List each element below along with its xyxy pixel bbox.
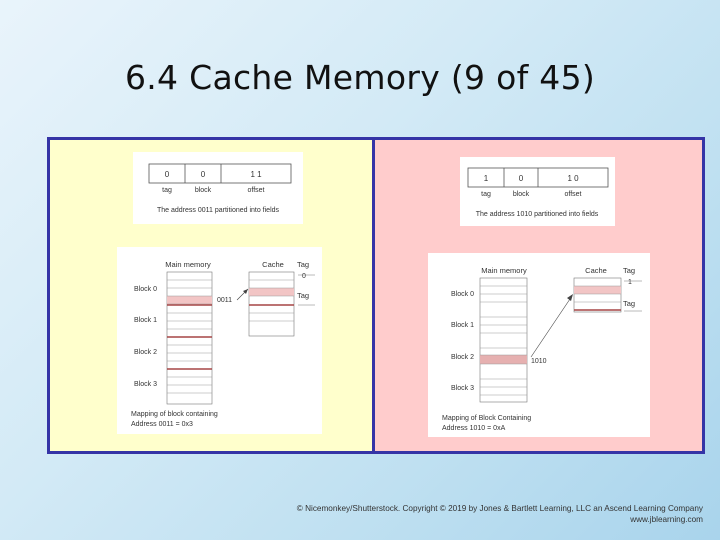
- right-tag-field-value: 1: [484, 174, 489, 183]
- content-frame: 0 0 1 1 tag block offset The address 001…: [47, 137, 705, 454]
- right-cache-stack: [573, 277, 642, 313]
- right-mapping-arrowhead: [567, 294, 573, 301]
- right-main-memory-label: Main memory: [481, 266, 527, 275]
- left-block-3-label: Block 3: [134, 381, 157, 388]
- left-mapping-caption-line1: Mapping of block containing: [131, 411, 218, 418]
- right-panel: 1 0 1 0 tag block offset The address 101…: [375, 140, 702, 451]
- left-tag-value: 0: [302, 273, 306, 280]
- left-tag-field-name: tag: [162, 187, 172, 194]
- left-block-2-label: Block 2: [134, 349, 157, 356]
- left-block-field-value: 0: [201, 170, 206, 179]
- copyright-credit: © Nicemonkey/Shutterstock. Copyright © 2…: [297, 503, 703, 525]
- right-mapping-caption-line1: Mapping of Block Containing: [442, 415, 531, 422]
- left-cache-label: Cache: [262, 260, 284, 269]
- right-address-label: 1010: [531, 358, 547, 365]
- left-main-memory-label: Main memory: [165, 260, 211, 269]
- right-mapping-caption-line2: Address 1010 = 0xA: [442, 425, 506, 432]
- right-block-2-label: Block 2: [451, 354, 474, 361]
- left-offset-field-value: 1 1: [250, 170, 262, 179]
- left-tag-label: Tag: [297, 260, 309, 269]
- right-mapping-diagram: Main memory Cache Tag 1 Tag: [442, 266, 642, 432]
- left-block-1-label: Block 1: [134, 317, 157, 324]
- right-tag-field-name: tag: [481, 191, 491, 198]
- left-offset-field-name: offset: [248, 187, 265, 194]
- right-tag-value: 1: [628, 279, 632, 286]
- right-address-caption: The address 1010 partitioned into fields: [476, 211, 599, 218]
- right-cache-label: Cache: [585, 266, 607, 275]
- right-mapping-card: Main memory Cache Tag 1 Tag: [428, 253, 650, 437]
- left-tag-field-value: 0: [165, 170, 170, 179]
- left-block-field-name: block: [195, 187, 212, 194]
- right-block-3-label: Block 3: [451, 385, 474, 392]
- left-cache-stack: [248, 271, 315, 337]
- right-block-1-label: Block 1: [451, 322, 474, 329]
- left-panel: 0 0 1 1 tag block offset The address 001…: [50, 140, 375, 451]
- right-offset-field-name: offset: [565, 191, 582, 198]
- right-tag-label: Tag: [623, 266, 635, 275]
- left-mapping-caption-line2: Address 0011 = 0x3: [131, 421, 193, 428]
- slide-title: 6.4 Cache Memory (9 of 45): [124, 58, 596, 97]
- right-tag-label-2: Tag: [623, 299, 635, 308]
- right-address-fields-card: 1 0 1 0 tag block offset The address 101…: [460, 157, 615, 226]
- left-address-fields-diagram: 0 0 1 1 tag block offset The address 001…: [148, 163, 292, 214]
- right-block-0-label: Block 0: [451, 291, 474, 298]
- right-mapping-arrow: [530, 295, 573, 358]
- left-tag-label-2: Tag: [297, 291, 309, 300]
- right-block-field-name: block: [513, 191, 530, 198]
- left-mapping-arrowhead: [243, 289, 248, 294]
- right-main-memory-stack: [479, 277, 528, 403]
- right-address-fields-diagram: 1 0 1 0 tag block offset The address 101…: [467, 167, 609, 218]
- left-main-memory-stack: [166, 271, 213, 405]
- left-mapping-diagram: Main memory Cache Tag 0 Tag: [131, 260, 315, 428]
- copyright-line: © Nicemonkey/Shutterstock. Copyright © 2…: [296, 504, 703, 513]
- website-link[interactable]: www.jblearning.com: [630, 515, 703, 524]
- right-offset-field-value: 1 0: [567, 174, 579, 183]
- left-address-label: 0011: [217, 297, 232, 304]
- left-address-caption: The address 0011 partitioned into fields: [157, 207, 280, 214]
- left-block-0-label: Block 0: [134, 286, 157, 293]
- left-address-fields-card: 0 0 1 1 tag block offset The address 001…: [133, 152, 303, 224]
- right-block-field-value: 0: [519, 174, 524, 183]
- left-mapping-card: Main memory Cache Tag 0 Tag: [117, 247, 322, 434]
